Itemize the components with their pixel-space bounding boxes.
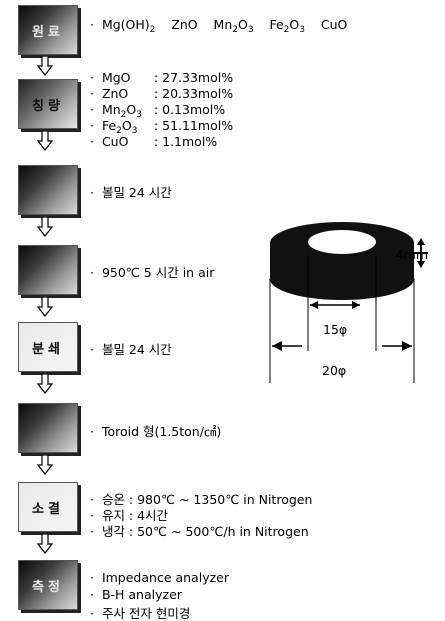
step-box-label: 소결: [32, 501, 64, 517]
step-box-pressing: [18, 403, 78, 453]
step-box-raw-material: 원료: [18, 5, 78, 55]
formula-mg-oh2: Mg(OH)2: [101, 17, 156, 35]
flow-arrow-down: [37, 374, 53, 394]
composition-row: · Mn2O3: 0.13mol%: [90, 102, 226, 120]
flow-arrow-down: [37, 56, 53, 76]
step-box-weighing: 칭량: [18, 79, 78, 129]
sintering-text-line: · 승온 : 980℃ ~ 1350℃ in Nitrogen: [90, 492, 313, 507]
toroid-bottom-rim: [270, 258, 414, 300]
measurement-text-line: · Impedance analyzer: [90, 570, 229, 585]
sintering-text-line: · 유지 : 4시간: [90, 508, 169, 523]
toroid-diagram: [269, 222, 428, 383]
composition-row: · MgO: 27.33mol%: [90, 70, 234, 85]
height-marker-icon: [414, 245, 428, 261]
composition-row: · CuO: 1.1mol%: [90, 134, 218, 149]
sintering-text-line: · 냉각 : 50℃ ~ 500℃/h in Nitrogen: [90, 524, 309, 539]
bullet: ·: [90, 17, 94, 32]
step-box-label: 원료: [32, 24, 64, 40]
crushing-text: · 볼밀 24 시간: [90, 342, 172, 357]
measurement-text-line: · 주사 전자 현미경: [90, 606, 191, 621]
step-box-crushing: 분쇄: [18, 322, 78, 372]
raw-material-formulas: · Mg(OH)2 ZnO Mn2O3 Fe2O3 CuO: [90, 17, 347, 35]
toroid-inner-diameter-label: 15φ: [323, 322, 348, 337]
toroid-height-label: 4mm: [395, 247, 428, 262]
formula-mn2o3: Mn2O3: [213, 17, 254, 35]
composition-row: · Fe2O3: 51.11mol%: [90, 118, 234, 136]
flow-arrow-down: [37, 217, 53, 237]
flow-arrow-down: [37, 455, 53, 475]
step-box-calcination: [18, 245, 78, 295]
ball-mill-text: · 볼밀 24 시간: [90, 185, 172, 200]
step-box-sintering: 소결: [18, 482, 78, 532]
flow-arrow-down: [37, 534, 53, 554]
toroid-outer-diameter-label: 20φ: [322, 363, 347, 378]
step-box-label: 분쇄: [32, 341, 64, 357]
flow-arrow-down: [37, 297, 53, 317]
formula-zno: ZnO: [171, 17, 198, 32]
step-box-measurement: 측정: [18, 560, 78, 610]
pressing-text: · Toroid 형(1.5ton/㎠): [90, 424, 222, 439]
measurement-text-line: · B-H analyzer: [90, 587, 182, 602]
step-box-ball-mill: [18, 165, 78, 215]
composition-row: · ZnO: 20.33mol%: [90, 86, 234, 101]
height-arrow-icon: [417, 238, 425, 268]
step-box-label: 측정: [32, 579, 64, 595]
formula-cuo: CuO: [320, 17, 348, 32]
flow-arrow-down: [37, 131, 53, 151]
step-box-label: 칭량: [32, 98, 64, 114]
toroid-inner-hole: [308, 230, 376, 254]
calcination-text: · 950℃ 5 시간 in air: [90, 265, 215, 280]
formula-fe2o3: Fe2O3: [269, 17, 305, 35]
